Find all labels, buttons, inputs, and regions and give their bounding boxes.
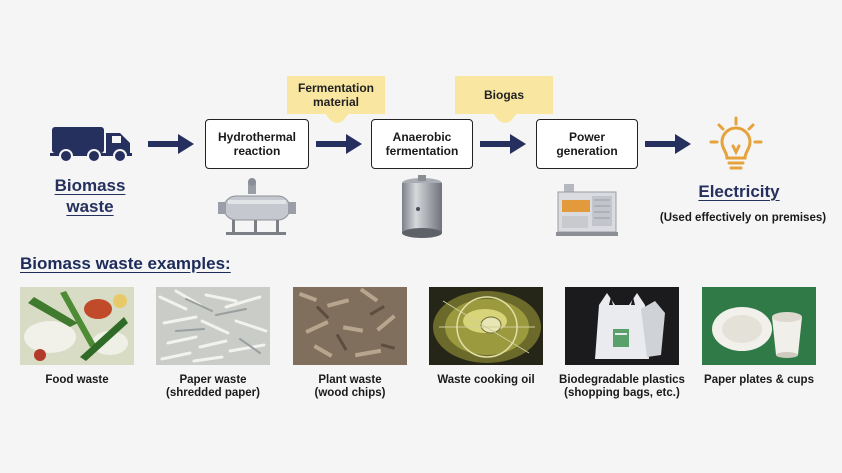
- caption-waste-cooking-oil: Waste cooking oil: [437, 374, 535, 386]
- food-waste-image: [20, 287, 134, 365]
- arrow-right-icon: [645, 134, 691, 154]
- examples-title: Biomass waste examples:: [20, 254, 231, 273]
- biogas-callout: Biogas: [455, 76, 553, 114]
- caption-plant-waste: Plant waste(wood chips): [314, 374, 386, 399]
- garbage-truck-icon: [50, 127, 132, 163]
- callout-pointer: [493, 113, 517, 123]
- generator-unit-icon: [556, 184, 618, 236]
- arrow-right-icon: [148, 134, 194, 154]
- caption-biodegradable-plastics: Biodegradable plastics(shopping bags, et…: [559, 374, 685, 399]
- caption-paper-plates-cups: Paper plates & cups: [704, 374, 814, 386]
- biomass-waste-label: Biomass waste: [54, 176, 126, 216]
- biodegradable-plastics-image: [565, 287, 679, 365]
- arrow-right-icon: [480, 134, 526, 154]
- electricity-note: (Used effectively on premises): [659, 212, 827, 224]
- light-bulb-icon: [709, 116, 763, 170]
- paper-waste-image: [156, 287, 270, 365]
- reactor-vessel-icon: [218, 178, 296, 235]
- plant-waste-image: [293, 287, 407, 365]
- caption-food-waste: Food waste: [45, 374, 109, 386]
- electricity-label: Electricity: [698, 182, 780, 201]
- caption-paper-waste: Paper waste(shredded paper): [166, 374, 260, 399]
- callout-pointer: [317, 113, 357, 123]
- waste-cooking-oil-image: [429, 287, 543, 365]
- paper-plates-cups-image: [702, 287, 816, 365]
- fermentation-tank-icon: [402, 175, 442, 238]
- arrow-right-icon: [316, 134, 362, 154]
